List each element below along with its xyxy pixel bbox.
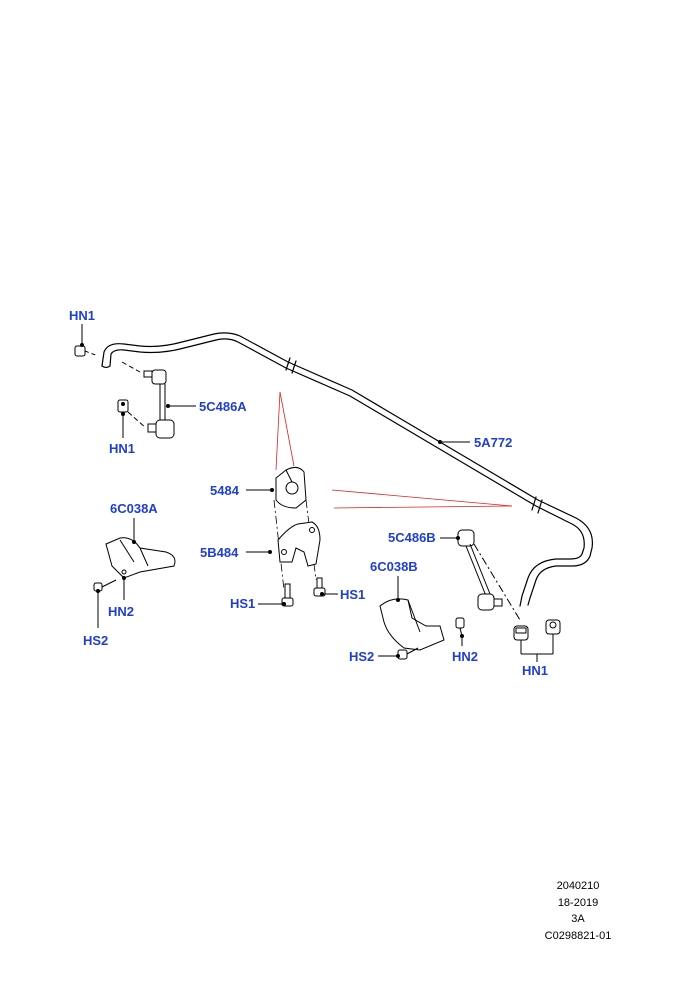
reference-line-4: C0298821-01 xyxy=(544,929,612,942)
clamp xyxy=(277,521,321,567)
nut-hn1-lower-left xyxy=(117,399,129,413)
bushing xyxy=(275,466,307,509)
fastener-hs2-right xyxy=(397,647,419,660)
nut-hn1-right-b xyxy=(545,619,561,635)
callout-leaders xyxy=(80,324,554,662)
drop-link-right xyxy=(457,529,521,621)
label-6c038b: 6C038B xyxy=(370,559,418,574)
nut-hn1-right-a xyxy=(513,625,529,641)
label-hs2-right: HS2 xyxy=(349,649,374,664)
fastener-hn2-right xyxy=(455,617,465,637)
label-5c486b: 5C486B xyxy=(388,530,436,545)
label-hn2-left: HN2 xyxy=(108,604,134,619)
reference-line-3: 3A xyxy=(571,913,585,925)
label-hn1-top: HN1 xyxy=(69,308,95,323)
callout-labels: HN1 5C486A HN1 5A772 5484 6C038A 5B484 5… xyxy=(69,308,548,678)
nut-hn1-top-left xyxy=(74,345,99,357)
label-5b484: 5B484 xyxy=(200,545,239,560)
drawing-reference-block: 2040210 18-2019 3A C0298821-01 xyxy=(518,878,638,944)
reference-line-2: 18-2019 xyxy=(557,896,599,909)
red-leaders xyxy=(275,391,513,509)
drop-link-left xyxy=(121,361,175,439)
label-5a772: 5A772 xyxy=(474,435,512,450)
label-5484: 5484 xyxy=(210,483,240,498)
bracket-right xyxy=(379,598,445,651)
label-hs2-left: HS2 xyxy=(83,633,108,648)
label-hn1-left: HN1 xyxy=(109,441,135,456)
label-hs1-right: HS1 xyxy=(340,587,365,602)
label-hn1-right: HN1 xyxy=(522,663,548,678)
bracket-left xyxy=(105,537,176,579)
label-hn2-right: HN2 xyxy=(452,649,478,664)
reference-line-1: 2040210 xyxy=(556,880,600,892)
stabilizer-bar xyxy=(101,332,594,607)
label-5c486a: 5C486A xyxy=(199,399,247,414)
dash-dot-lines-center xyxy=(273,499,317,591)
label-hs1-left: HS1 xyxy=(230,596,255,611)
label-6c038a: 6C038A xyxy=(110,501,158,516)
